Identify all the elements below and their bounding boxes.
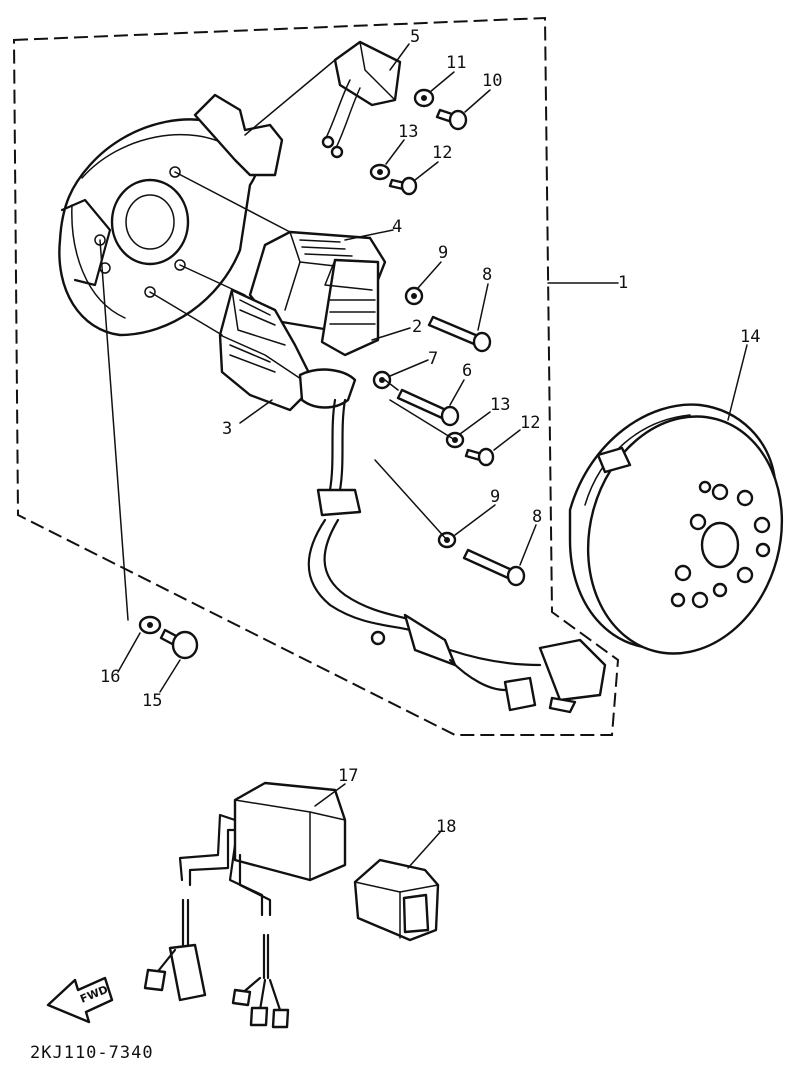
stator-base-plate (58, 93, 284, 337)
callout-5: 5 (410, 27, 420, 47)
callout-8-lower: 8 (532, 507, 542, 527)
washer-13-upper (369, 163, 391, 181)
callout-9-lower: 9 (490, 487, 500, 507)
screw-12-upper (388, 176, 418, 196)
assembly-lines (99, 59, 456, 621)
assembly-boundary (12, 16, 620, 736)
stator-wiring-harness (307, 398, 607, 714)
washer-16 (138, 615, 162, 635)
stator-coil-2 (320, 258, 380, 357)
callout-14: 14 (740, 327, 760, 347)
screw-12-lower (464, 447, 495, 467)
flywheel-rotor (568, 403, 784, 655)
callout-15: 15 (142, 691, 162, 711)
washer-9-upper (404, 286, 424, 306)
stator-coil-3 (218, 288, 317, 412)
drawing-code: 2KJ110-7340 (30, 1043, 154, 1063)
callout-10: 10 (482, 71, 502, 91)
callout-4: 4 (392, 217, 402, 237)
washer-11 (413, 88, 435, 108)
callout-18: 18 (436, 817, 456, 837)
ignition-coil-18 (353, 858, 440, 942)
callout-16: 16 (100, 667, 120, 687)
callout-12-upper: 12 (432, 143, 452, 163)
callout-3: 3 (222, 419, 232, 439)
callout-6: 6 (462, 361, 472, 381)
callout-leaders (117, 43, 748, 869)
callout-2: 2 (412, 317, 422, 337)
callout-1: 1 (618, 273, 628, 293)
callout-13-upper: 13 (398, 122, 418, 142)
callout-11: 11 (446, 53, 466, 73)
bolt-15 (159, 628, 199, 660)
callout-numbers: 5 11 10 13 12 4 9 8 1 2 14 7 6 13 12 3 9… (100, 27, 760, 837)
bolt-8-upper (427, 315, 492, 353)
callout-7: 7 (428, 349, 438, 369)
pickup-coil (321, 40, 402, 159)
callout-17: 17 (338, 766, 358, 786)
bolt-8-lower (462, 548, 526, 587)
callout-9-upper: 9 (438, 243, 448, 263)
callout-13-lower: 13 (490, 395, 510, 415)
callout-12-lower: 12 (520, 413, 540, 433)
cdi-unit (143, 781, 347, 1029)
stator-core (298, 368, 357, 409)
washer-7 (372, 370, 392, 390)
callout-8-upper: 8 (482, 265, 492, 285)
fwd-arrow-icon: FWD (46, 976, 114, 1024)
screw-10 (435, 108, 468, 131)
bolt-6 (396, 388, 460, 427)
